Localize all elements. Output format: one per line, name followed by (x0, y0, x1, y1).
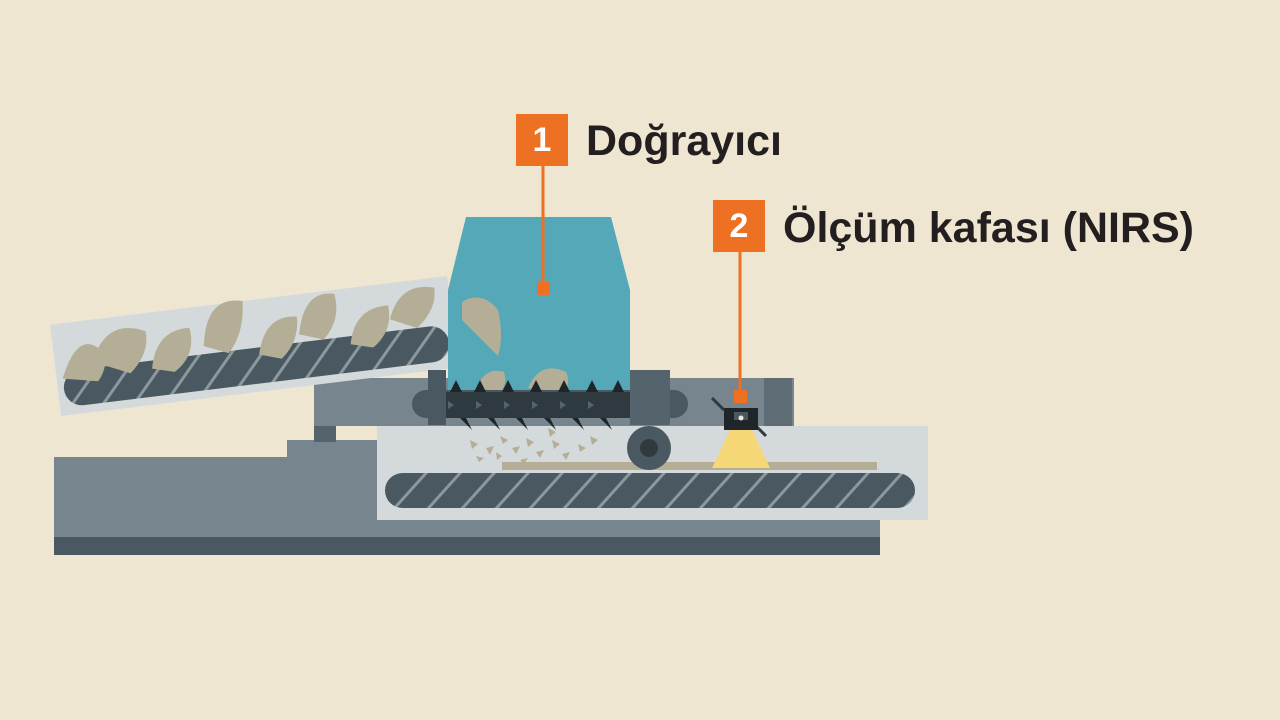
callout-1-label: Doğrayıcı (586, 117, 782, 165)
support-block (336, 390, 392, 426)
callout-1-badge: 1 (516, 114, 568, 166)
frame-right-post (764, 378, 792, 426)
callout-2-label: Ölçüm kafası (NIRS) (783, 204, 1194, 252)
base-shadow (54, 535, 880, 555)
callout-2-anchor (734, 390, 747, 403)
callout-1-anchor (537, 282, 550, 295)
output-conveyor (377, 426, 928, 520)
shredder-shaft (412, 370, 688, 430)
callout-2-badge: 2 (713, 200, 765, 252)
feed-conveyor (50, 275, 459, 417)
shredder-hopper (448, 217, 630, 392)
callout-leaders (541, 165, 742, 396)
nirs-sensor-icon (710, 396, 770, 468)
